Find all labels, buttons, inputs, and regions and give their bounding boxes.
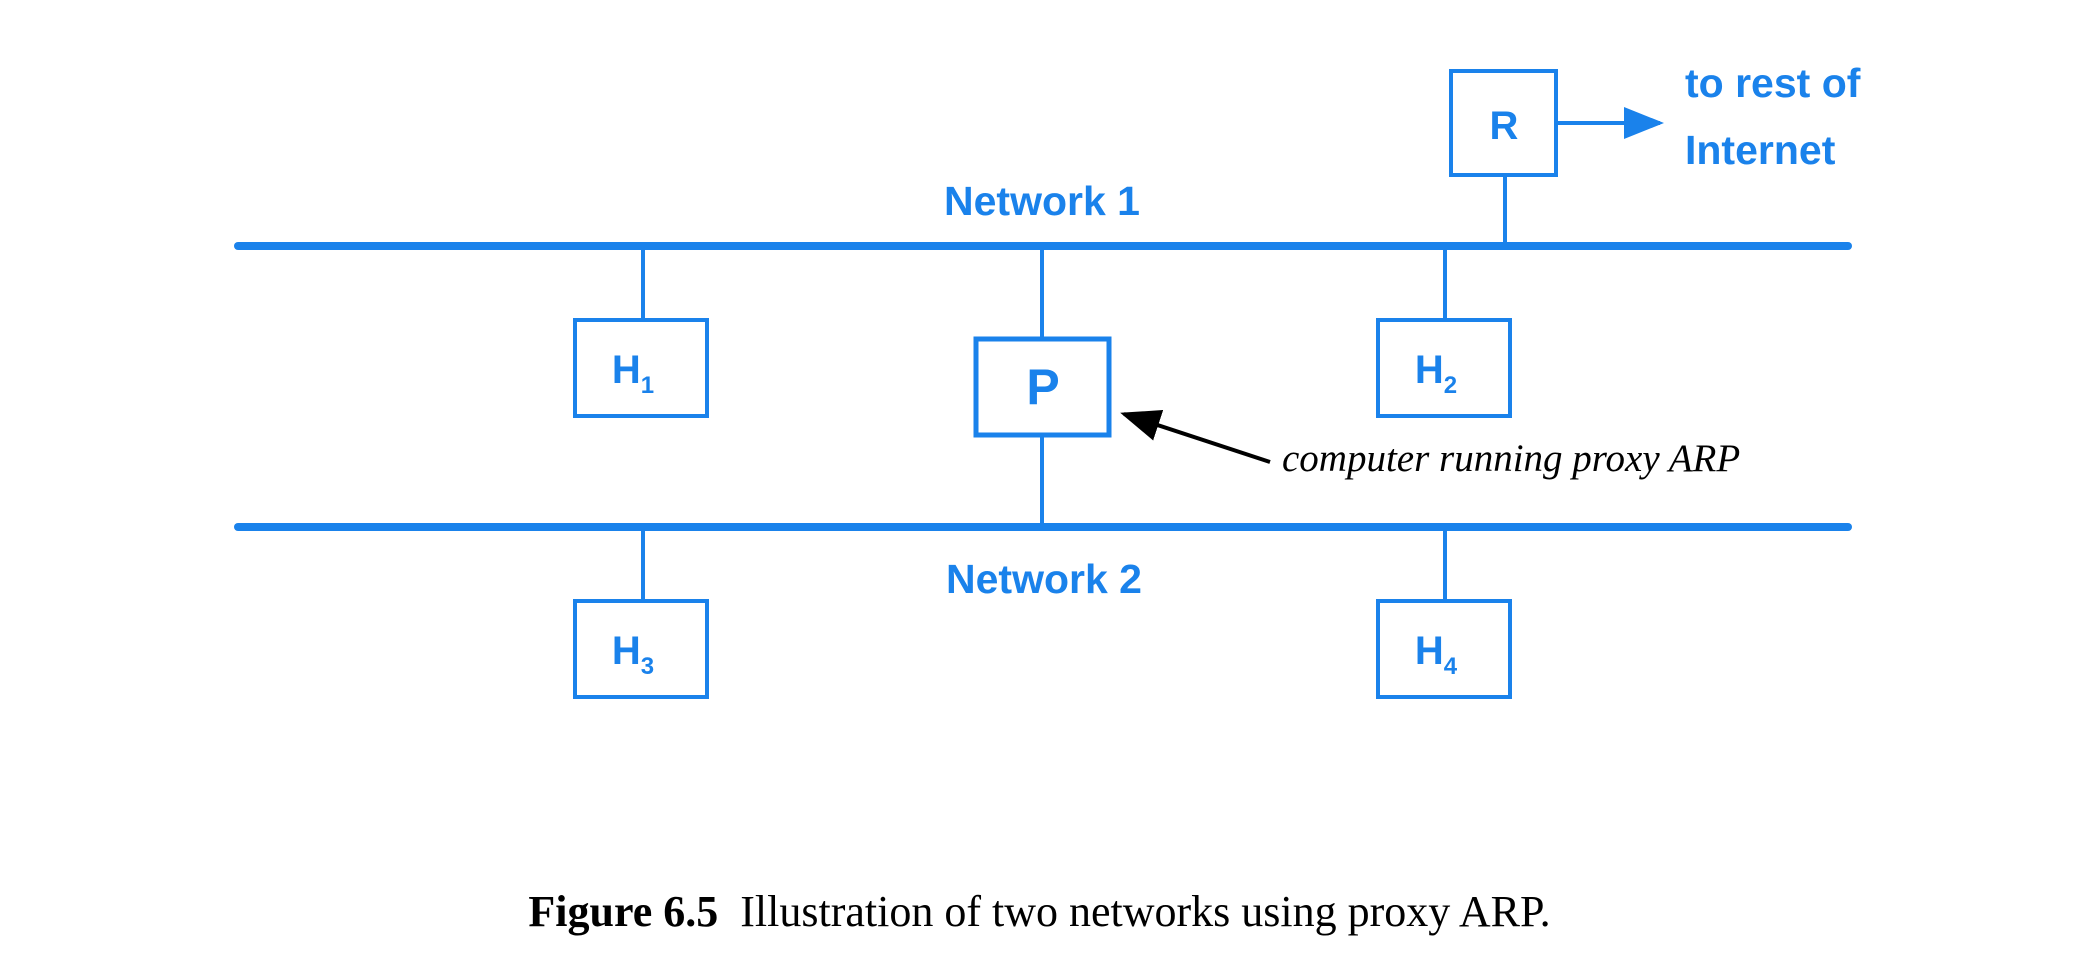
- annotation-arrow: [1120, 410, 1271, 464]
- svg-text:H4: H4: [1415, 629, 1458, 680]
- host-h1-subscript: 1: [641, 372, 654, 399]
- host-h4-label: H: [1415, 629, 1444, 673]
- proxy-annotation: computer running proxy ARP: [1282, 437, 1740, 480]
- router-node: R: [1449, 69, 1558, 177]
- network-2-label: Network 2: [946, 556, 1142, 602]
- internet-label-line2: Internet: [1685, 127, 1836, 173]
- host-h3-node: H3: [573, 599, 709, 699]
- host-h2-node: H2: [1376, 318, 1512, 418]
- host-h4-subscript: 4: [1444, 653, 1458, 680]
- host-h3-label: H: [612, 629, 641, 673]
- host-h4-node: H4: [1376, 599, 1512, 699]
- figure-number: Figure 6.5: [528, 887, 719, 936]
- host-h1-label: H: [612, 348, 641, 392]
- host-h2-label: H: [1415, 348, 1444, 392]
- figure-caption-text: Illustration of two networks using proxy…: [740, 887, 1551, 936]
- figure-caption: Figure 6.5 Illustration of two networks u…: [0, 886, 2079, 937]
- host-h1-node: H1: [573, 318, 709, 418]
- internet-label-line1: to rest of: [1685, 60, 1861, 106]
- svg-text:H1: H1: [612, 348, 654, 399]
- network-1-label: Network 1: [944, 178, 1140, 224]
- host-h2-subscript: 2: [1444, 372, 1457, 399]
- host-h3-subscript: 3: [641, 653, 654, 680]
- proxy-node: P: [973, 336, 1112, 438]
- proxy-arp-diagram: R to rest of Internet Network 1 Network …: [234, 60, 1861, 699]
- router-label: R: [1490, 104, 1519, 148]
- svg-text:H3: H3: [612, 629, 654, 680]
- svg-text:H2: H2: [1415, 348, 1457, 399]
- proxy-label: P: [1026, 359, 1059, 415]
